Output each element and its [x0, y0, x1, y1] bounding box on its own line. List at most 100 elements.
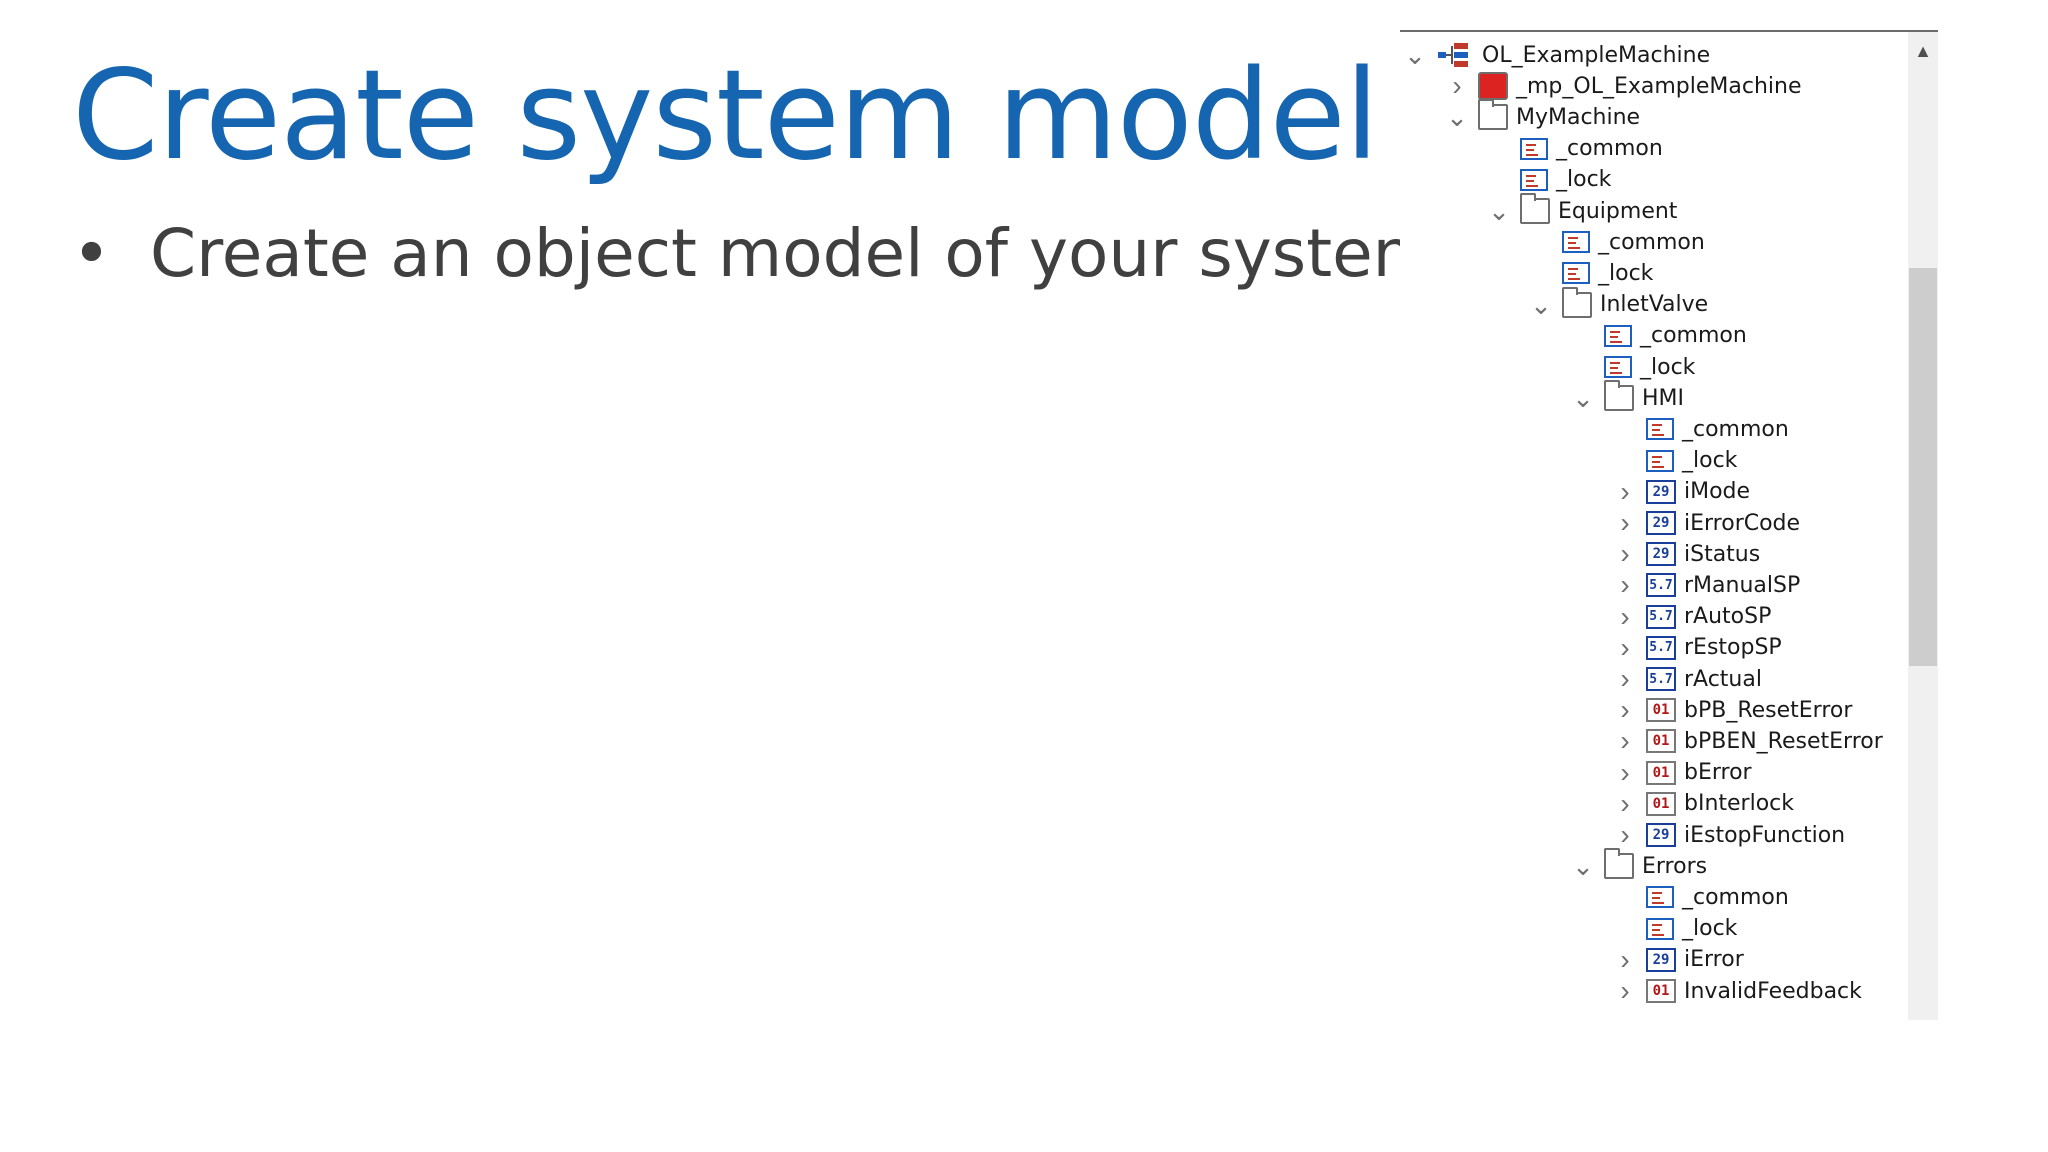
tree-row[interactable]: _lock: [1572, 352, 1695, 382]
int-icon: 29: [1646, 479, 1676, 504]
tree-row[interactable]: ›_mp_OL_ExampleMachine: [1446, 70, 1801, 102]
toggle-spacer: [1572, 321, 1594, 351]
folder-icon: [1478, 99, 1508, 131]
tree-row[interactable]: _lock: [1488, 165, 1611, 195]
scroll-thumb[interactable]: [1909, 268, 1937, 666]
chevron-down-icon[interactable]: ⌄: [1530, 289, 1552, 320]
tree-item-label: bInterlock: [1684, 791, 1795, 817]
chevron-right-icon[interactable]: ›: [1620, 819, 1630, 850]
chevron-right-icon[interactable]: ›: [1620, 943, 1630, 975]
chevron-right-icon[interactable]: ›: [1620, 507, 1630, 538]
struct-icon: [1520, 168, 1548, 191]
machine-icon: [1478, 72, 1508, 101]
struct-icon: [1646, 917, 1674, 940]
chevron-right-icon[interactable]: ›: [1620, 569, 1630, 601]
struct-icon: [1562, 262, 1590, 285]
tree-item-label: MyMachine: [1516, 104, 1641, 130]
chevron-right-icon[interactable]: ›: [1620, 725, 1630, 757]
tree-item-label: iEstopFunction: [1684, 822, 1846, 848]
tree-item-label: iMode: [1684, 479, 1751, 505]
tree-row[interactable]: _common: [1530, 227, 1705, 257]
tree-item-label: _lock: [1682, 448, 1738, 474]
scroll-up-icon[interactable]: ▲: [1914, 41, 1932, 61]
tree-item-label: _lock: [1556, 167, 1612, 193]
int-icon: 29: [1646, 947, 1676, 972]
tree-item-label: Errors: [1642, 853, 1708, 879]
tree-item-label: rEstopSP: [1684, 635, 1782, 661]
tree-row[interactable]: _common: [1614, 414, 1789, 444]
tree-row[interactable]: ⌄ Errors: [1572, 848, 1708, 882]
chevron-right-icon[interactable]: ›: [1452, 70, 1462, 102]
tree-item-label: _lock: [1682, 916, 1738, 942]
tree-item-label: HMI: [1642, 385, 1685, 411]
real-icon: 5.7: [1646, 573, 1676, 598]
tree-item-label: bError: [1684, 760, 1752, 786]
real-icon: 5.7: [1646, 604, 1676, 629]
chevron-down-icon[interactable]: ⌄: [1488, 196, 1510, 226]
tree-item-label: _common: [1556, 136, 1663, 162]
bool-icon: 01: [1646, 791, 1676, 816]
tree-item-label: InvalidFeedback: [1684, 978, 1862, 1004]
chevron-down-icon[interactable]: ⌄: [1572, 383, 1594, 414]
bullet-item: •Create an object model of your system.: [72, 215, 1458, 292]
toggle-spacer: [1530, 227, 1552, 257]
chevron-down-icon[interactable]: ⌄: [1572, 851, 1594, 882]
tree-row[interactable]: ⌄ OL_ExampleMachine: [1404, 40, 1710, 70]
folder-icon: [1520, 193, 1550, 224]
toggle-spacer: [1614, 882, 1636, 912]
chevron-down-icon[interactable]: ⌄: [1404, 40, 1426, 70]
tree-row[interactable]: ⌄InletValve: [1530, 286, 1708, 320]
bool-icon: 01: [1646, 760, 1676, 785]
tree-row[interactable]: ⌄ MyMachine: [1446, 99, 1641, 133]
vertical-scrollbar[interactable]: ▲: [1908, 32, 1938, 1020]
tree-item-label: _common: [1682, 416, 1789, 442]
struct-icon: [1646, 886, 1674, 909]
tree-row[interactable]: _common: [1614, 882, 1789, 912]
tree-row[interactable]: _lock: [1530, 258, 1653, 288]
tree-row[interactable]: › 01 bInterlock: [1614, 787, 1795, 819]
chevron-right-icon[interactable]: ›: [1620, 756, 1630, 788]
chevron-right-icon[interactable]: ›: [1620, 600, 1630, 632]
tree-item-label: Equipment: [1558, 198, 1678, 224]
struct-icon: [1646, 449, 1674, 472]
tree-row[interactable]: _common: [1572, 321, 1747, 351]
tree-row[interactable]: › 01 bError: [1614, 756, 1752, 788]
toggle-spacer: [1572, 352, 1594, 382]
tree-row[interactable]: ⌄ Equipment: [1488, 193, 1678, 226]
tree-row[interactable]: › 29 iMode: [1614, 475, 1751, 507]
bullet-dot: •: [72, 215, 111, 292]
chevron-right-icon[interactable]: ›: [1620, 475, 1630, 507]
chevron-right-icon[interactable]: ›: [1620, 538, 1630, 570]
chevron-down-icon[interactable]: ⌄: [1446, 102, 1468, 133]
chevron-right-icon[interactable]: ›: [1620, 663, 1630, 694]
tree-row[interactable]: _lock: [1614, 914, 1737, 944]
tree-item-label: _common: [1640, 323, 1747, 349]
chevron-right-icon[interactable]: ›: [1620, 787, 1630, 819]
struct-icon: [1604, 356, 1632, 378]
tree-row[interactable]: ⌄ HMI: [1572, 380, 1685, 414]
chevron-right-icon[interactable]: ›: [1620, 975, 1630, 1006]
tree-row[interactable]: _common: [1488, 134, 1663, 164]
tree-row[interactable]: _lock: [1614, 446, 1737, 476]
project-tree-panel[interactable]: ⌄ OL_ExampleMachine›_mp_OL_ExampleMachine…: [1400, 30, 1938, 1020]
tree-item-label: _lock: [1598, 260, 1654, 286]
toggle-spacer: [1530, 258, 1552, 288]
chevron-right-icon[interactable]: ›: [1620, 694, 1630, 726]
toggle-spacer: [1488, 165, 1510, 195]
tree-item-label: OL_ExampleMachine: [1482, 42, 1711, 68]
chevron-right-icon[interactable]: ›: [1620, 631, 1630, 663]
tree-row[interactable]: › 29 iEstopFunction: [1614, 819, 1846, 850]
int-icon: 29: [1646, 823, 1676, 847]
tree-item-label: bPBEN_ResetError: [1684, 728, 1883, 754]
bool-icon: 01: [1646, 698, 1676, 723]
